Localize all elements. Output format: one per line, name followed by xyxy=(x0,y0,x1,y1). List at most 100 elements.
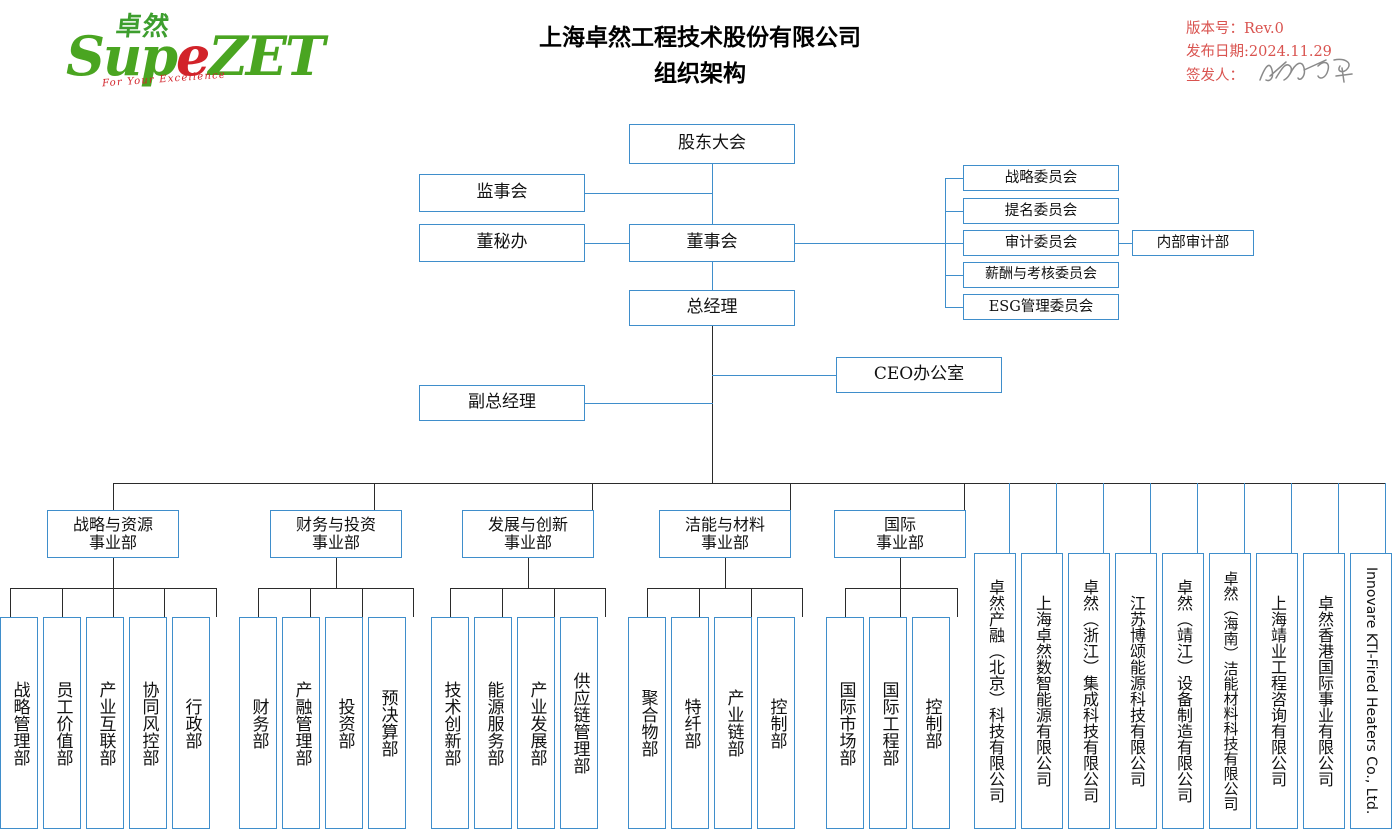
connector-gm-to-ceo-office xyxy=(712,375,836,376)
connector-dept-4-2 xyxy=(699,588,700,617)
subsidiary-label: 卓然（海南）洁能材料科技有限公司 xyxy=(1221,571,1240,811)
connector-committee-nomination xyxy=(945,211,963,212)
node-dept-industry-finance-management[interactable]: 产融管理部 xyxy=(282,617,320,829)
node-committee-nomination[interactable]: 提名委员会 xyxy=(963,198,1119,224)
business-unit-1-line1: 战略与资源 xyxy=(72,515,153,535)
node-dept-international-market[interactable]: 国际市场部 xyxy=(826,617,864,829)
connector-subsidiary-3 xyxy=(1103,483,1104,553)
node-business-unit-2[interactable]: 财务与投资 事业部 xyxy=(270,510,402,558)
version-value: Rev.0 xyxy=(1244,21,1284,37)
node-board-of-directors[interactable]: 董事会 xyxy=(629,224,795,262)
connector-unit-4-bar xyxy=(647,588,802,589)
node-dept-employee-value[interactable]: 员工价值部 xyxy=(43,617,81,829)
connector-dept-1-3 xyxy=(113,588,114,617)
node-ceo-office[interactable]: CEO办公室 xyxy=(836,357,1002,393)
connector-subsidiary-9 xyxy=(1385,483,1386,553)
dept-label: 控制部 xyxy=(921,697,942,749)
subsidiary-label: 卓然产融（北京）科技有限公司 xyxy=(986,579,1005,803)
node-dept-budget-settlement[interactable]: 预决算部 xyxy=(368,617,406,829)
node-dept-international-engineering[interactable]: 国际工程部 xyxy=(869,617,907,829)
connector-subsidiary-1 xyxy=(1009,483,1010,553)
connector-subsidiary-7 xyxy=(1291,483,1292,553)
document-metadata: 版本号：Rev.0 发布日期:2024.11.29 签发人： xyxy=(1186,18,1386,88)
node-dept-industry-development[interactable]: 产业发展部 xyxy=(517,617,555,829)
connector-board-to-committee-bus xyxy=(795,243,945,244)
node-committee-compensation[interactable]: 薪酬与考核委员会 xyxy=(963,262,1119,288)
node-dept-administration[interactable]: 行政部 xyxy=(172,617,210,829)
connector-dept-5-3 xyxy=(957,588,958,617)
node-subsidiary-5[interactable]: 卓然（靖江）设备制造有限公司 xyxy=(1162,553,1204,829)
node-dept-strategy-management[interactable]: 战略管理部 xyxy=(0,617,38,829)
node-business-unit-3[interactable]: 发展与创新 事业部 xyxy=(462,510,594,558)
connector-dept-3-2 xyxy=(502,588,503,617)
release-date-label: 发布日期: xyxy=(1186,44,1249,61)
main-horizontal-bus xyxy=(113,483,1385,484)
node-dept-energy-services[interactable]: 能源服务部 xyxy=(474,617,512,829)
connector-dept-5-2 xyxy=(900,588,901,617)
company-logo: 卓然 SupeZET For Your Excellence xyxy=(60,8,325,100)
logo-sup-text: Sup xyxy=(66,24,178,88)
node-committee-strategy[interactable]: 战略委员会 xyxy=(963,165,1119,191)
node-subsidiary-7[interactable]: 上海靖业工程咨询有限公司 xyxy=(1256,553,1298,829)
node-board-secretary-office[interactable]: 董秘办 xyxy=(419,224,585,262)
node-dept-finance[interactable]: 财务部 xyxy=(239,617,277,829)
logo-zet-text: ZET xyxy=(208,24,325,88)
node-shareholders-meeting[interactable]: 股东大会 xyxy=(629,124,795,164)
subsidiary-label: 上海靖业工程咨询有限公司 xyxy=(1268,595,1287,787)
connector-dept-1-1 xyxy=(10,588,11,617)
node-supervisory-board[interactable]: 监事会 xyxy=(419,174,585,212)
connector-subsidiary-2 xyxy=(1056,483,1057,553)
node-internal-audit-dept[interactable]: 内部审计部 xyxy=(1132,230,1254,256)
node-dept-technology-innovation[interactable]: 技术创新部 xyxy=(431,617,469,829)
node-dept-control-international[interactable]: 控制部 xyxy=(912,617,950,829)
version-row: 版本号：Rev.0 xyxy=(1186,18,1386,41)
dept-label: 员工价值部 xyxy=(52,680,73,766)
dept-label: 产业链部 xyxy=(723,689,744,757)
connector-bus-to-unit-3 xyxy=(592,483,593,510)
node-subsidiary-9[interactable]: Innovare KTI-Fired Heaters Co., Ltd. xyxy=(1350,553,1392,829)
connector-dept-4-1 xyxy=(647,588,648,617)
node-business-unit-5[interactable]: 国际 事业部 xyxy=(834,510,966,558)
node-dept-polymer[interactable]: 聚合物部 xyxy=(628,617,666,829)
node-subsidiary-8[interactable]: 卓然香港国际事业有限公司 xyxy=(1303,553,1345,829)
node-deputy-general-manager[interactable]: 副总经理 xyxy=(419,385,585,421)
node-dept-supply-chain-management[interactable]: 供应链管理部 xyxy=(560,617,598,829)
logo-wordmark: SupeZET xyxy=(66,24,325,88)
connector-unit-5-bar xyxy=(845,588,957,589)
connector-shareholders-to-board xyxy=(712,164,713,224)
node-subsidiary-1[interactable]: 卓然产融（北京）科技有限公司 xyxy=(974,553,1016,829)
node-subsidiary-3[interactable]: 卓然（浙江）集成科技有限公司 xyxy=(1068,553,1110,829)
subsidiary-label: 卓然（靖江）设备制造有限公司 xyxy=(1174,579,1193,803)
issuer-label: 签发人： xyxy=(1186,67,1244,84)
connector-deputy-to-spine xyxy=(585,403,713,404)
business-unit-3-line2: 事业部 xyxy=(503,533,552,552)
node-committee-esg[interactable]: ESG管理委员会 xyxy=(963,294,1119,320)
node-general-manager[interactable]: 总经理 xyxy=(629,290,795,326)
node-dept-control-materials[interactable]: 控制部 xyxy=(757,617,795,829)
node-dept-industry-chain[interactable]: 产业链部 xyxy=(714,617,752,829)
node-dept-investment[interactable]: 投资部 xyxy=(325,617,363,829)
connector-dept-1-2 xyxy=(62,588,63,617)
node-subsidiary-4[interactable]: 江苏博颂能源科技有限公司 xyxy=(1115,553,1157,829)
node-committee-audit[interactable]: 审计委员会 xyxy=(963,230,1119,256)
connector-bus-to-unit-5 xyxy=(964,483,965,510)
node-dept-special-fiber[interactable]: 特纤部 xyxy=(671,617,709,829)
business-unit-2-line2: 事业部 xyxy=(311,533,360,552)
node-dept-industrial-internet[interactable]: 产业互联部 xyxy=(86,617,124,829)
node-dept-collaborative-risk-control[interactable]: 协同风控部 xyxy=(129,617,167,829)
business-unit-3-line1: 发展与创新 xyxy=(487,515,568,535)
connector-unit-5-down xyxy=(900,558,901,588)
dept-label: 国际工程部 xyxy=(878,680,899,766)
connector-unit-2-bar xyxy=(258,588,413,589)
node-subsidiary-2[interactable]: 上海卓然数智能源有限公司 xyxy=(1021,553,1063,829)
node-business-unit-1[interactable]: 战略与资源 事业部 xyxy=(47,510,179,558)
dept-label: 预决算部 xyxy=(377,689,398,757)
node-business-unit-4[interactable]: 洁能与材料 事业部 xyxy=(659,510,791,558)
subsidiary-label: 上海卓然数智能源有限公司 xyxy=(1033,595,1052,787)
company-name: 上海卓然工程技术股份有限公司 xyxy=(539,24,861,51)
connector-unit-4-down xyxy=(725,558,726,588)
node-subsidiary-6[interactable]: 卓然（海南）洁能材料科技有限公司 xyxy=(1209,553,1251,829)
connector-unit-3-bar xyxy=(450,588,605,589)
connector-dept-5-1 xyxy=(845,588,846,617)
